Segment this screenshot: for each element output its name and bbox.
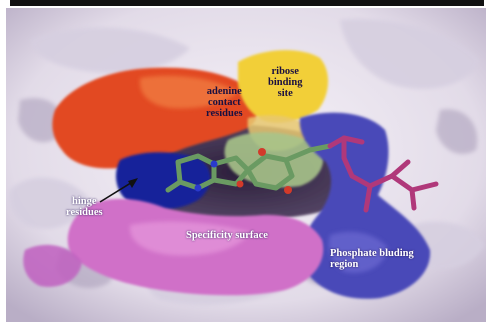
label-line: residues bbox=[206, 108, 243, 119]
right-edge bbox=[486, 8, 490, 322]
label-hinge-residues: hinge residues bbox=[66, 196, 103, 218]
label-adenine-contact-residues: adenine contact residues bbox=[206, 86, 243, 119]
label-line: region bbox=[330, 259, 414, 270]
label-line: site bbox=[268, 88, 302, 99]
top-border bbox=[10, 0, 484, 6]
label-line: hinge bbox=[66, 196, 103, 207]
label-line: contact bbox=[206, 97, 243, 108]
label-line: residues bbox=[66, 207, 103, 218]
label-line: binding bbox=[268, 77, 302, 88]
label-ribose-binding-site: ribose binding site bbox=[268, 66, 302, 99]
label-line: adenine bbox=[206, 86, 243, 97]
label-line: ribose bbox=[268, 66, 302, 77]
left-edge bbox=[0, 8, 6, 322]
label-phosphate-region: Phosphate bluding region bbox=[330, 248, 414, 270]
label-specificity-surface: Specificity surface bbox=[186, 230, 268, 241]
label-line: Phosphate bluding bbox=[330, 248, 414, 259]
label-line: Specificity surface bbox=[186, 230, 268, 241]
